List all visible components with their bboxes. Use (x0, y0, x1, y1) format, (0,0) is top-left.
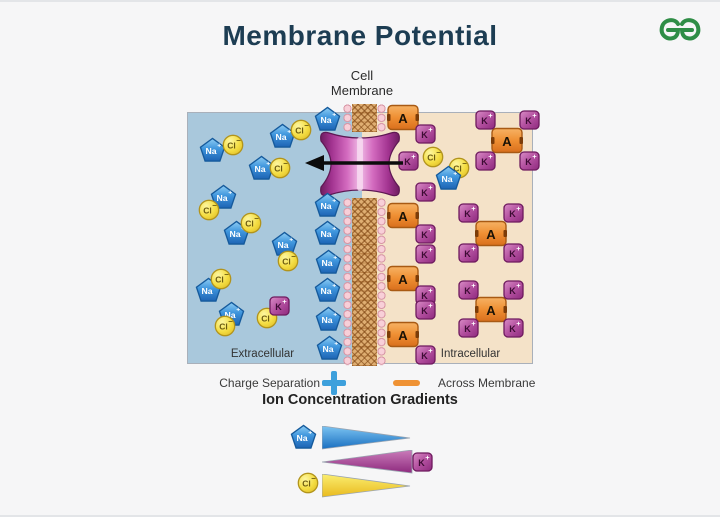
legend-cl-icon: Cl − (297, 472, 319, 494)
cell-membrane-label-line1: Cell (350, 68, 374, 83)
lipid-heads-left-top (343, 104, 352, 132)
cl-gradient-triangle (321, 473, 411, 498)
svg-text:+: + (308, 430, 312, 437)
plus-symbol-bar (322, 380, 346, 386)
svg-text:+: + (425, 453, 430, 462)
svg-text:K: K (418, 458, 425, 468)
svg-text:Na: Na (297, 433, 308, 443)
across-membrane-label: Across Membrane (438, 376, 536, 390)
page-title: Membrane Potential (222, 20, 498, 51)
geeksforgeeks-logo-icon[interactable] (656, 14, 704, 46)
lipid-heads-right-top (377, 104, 386, 132)
extracellular-label: Extracellular (230, 348, 295, 360)
lipid-tails-bottom (352, 198, 377, 366)
cell-membrane-label-line2: Membrane (330, 83, 394, 98)
k-gradient-triangle (321, 449, 413, 474)
na-gradient-triangle (321, 425, 411, 450)
gradients-heading: Ion Concentration Gradients (262, 392, 458, 408)
svg-text:Cl: Cl (302, 479, 311, 489)
lipid-tails-top (352, 104, 377, 132)
lipid-heads-right-bottom (377, 198, 386, 366)
minus-symbol (393, 380, 420, 386)
intracellular-label: Intracellular (440, 348, 501, 360)
plus-symbol (322, 371, 346, 395)
lipid-heads-left-bottom (343, 198, 352, 366)
legend-na-icon: Na + (290, 424, 317, 450)
svg-text:−: − (311, 474, 316, 483)
cell-membrane-label: Cell Membrane (282, 68, 442, 98)
charge-separation-label: Charge Separation (219, 376, 320, 390)
legend-k-icon: K + (412, 452, 433, 472)
ion-flow-arrow (303, 151, 407, 175)
